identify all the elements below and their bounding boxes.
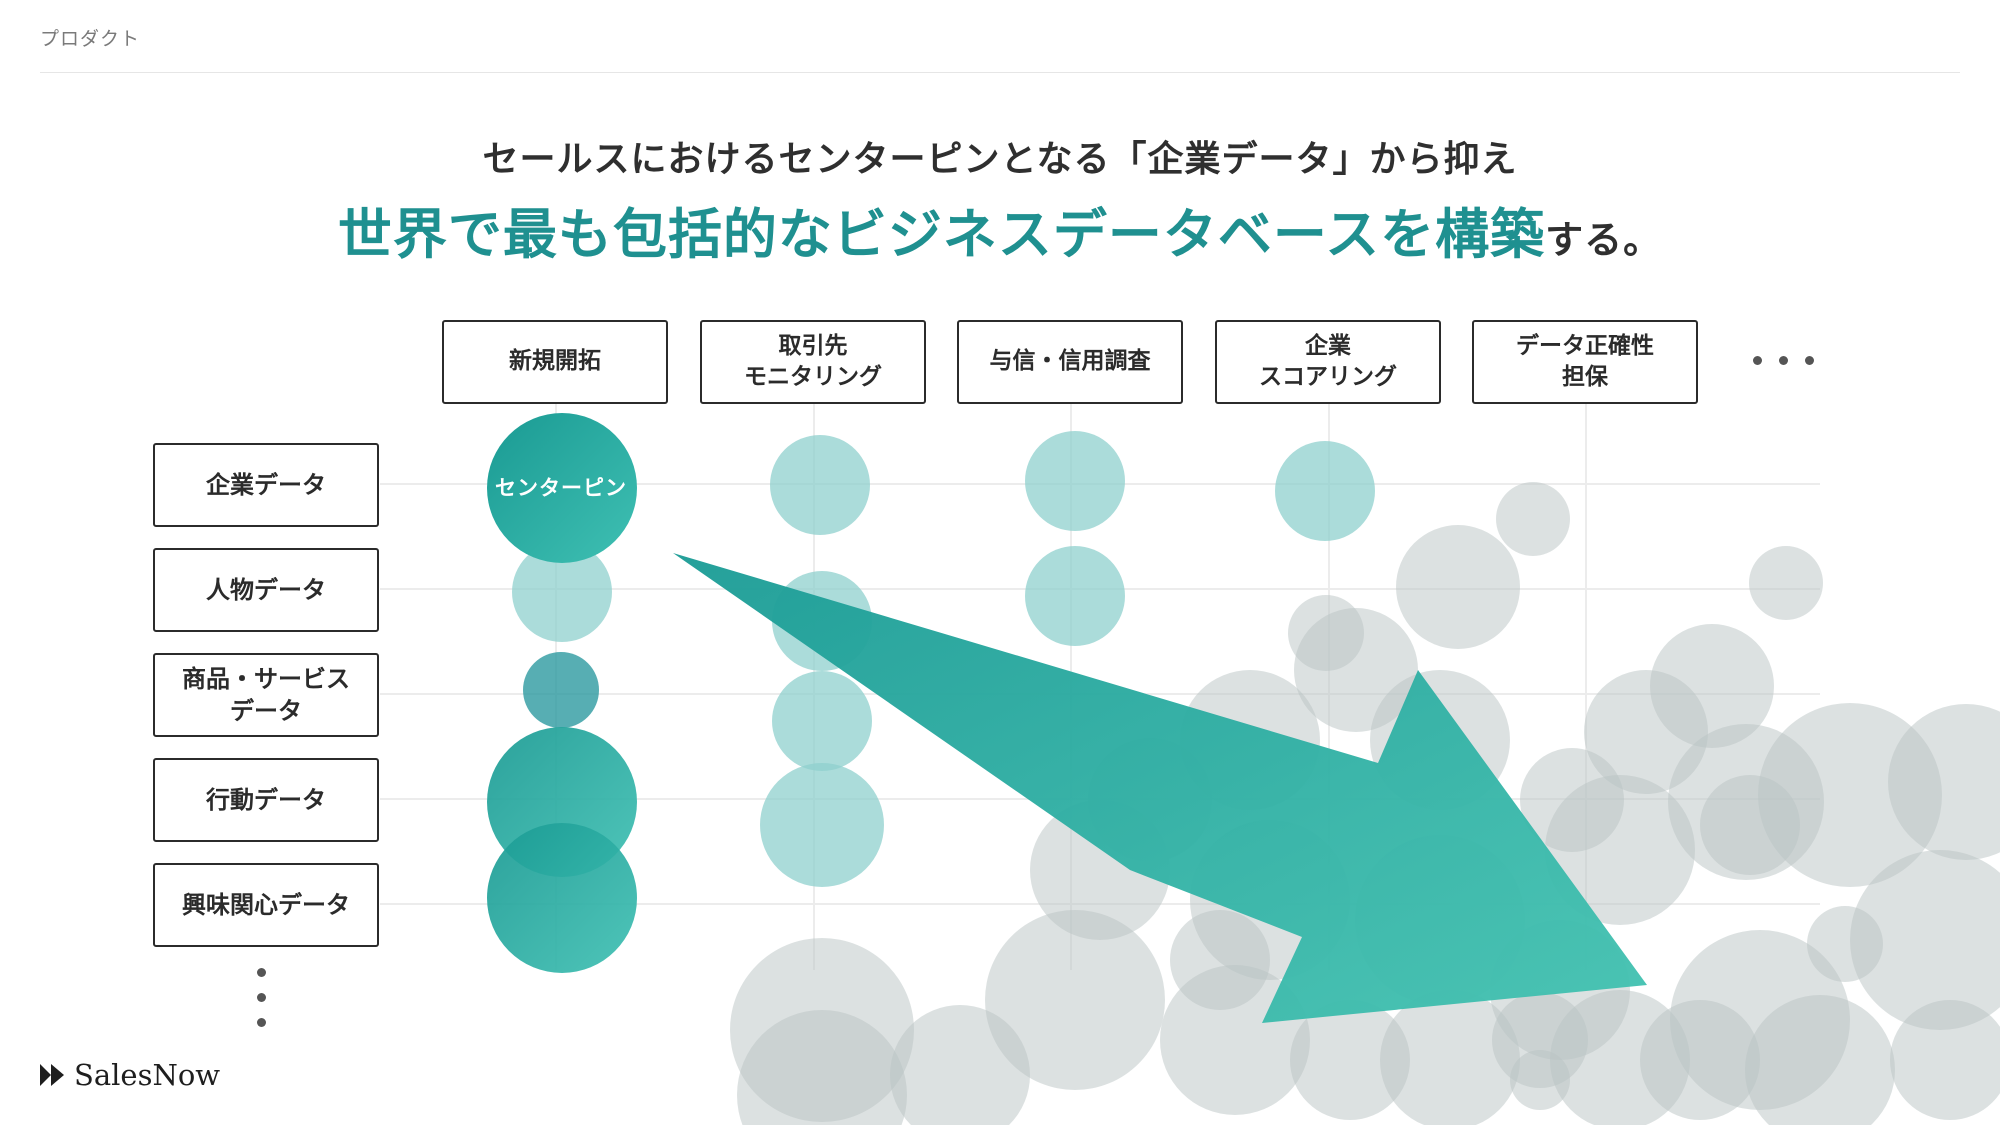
bubble-monitoring-product [772, 671, 872, 771]
teal-bubbles-strong [487, 413, 637, 973]
gray-bubble [985, 910, 1165, 1090]
column-header-monitoring: 取引先 モニタリング [700, 320, 926, 404]
gray-bubble [1496, 482, 1570, 556]
column-header-new-business: 新規開拓 [442, 320, 668, 404]
gray-bubble [1890, 1000, 2000, 1120]
bubble-monitoring-company [770, 435, 870, 535]
center-pin-label: センターピン [495, 476, 627, 500]
growth-arrow [673, 553, 1647, 1023]
column-header-accuracy: データ正確性 担保 [1472, 320, 1698, 404]
row-label-behavior-data: 行動データ [153, 758, 379, 842]
bubble-credit-person [1025, 546, 1125, 646]
row-label-person-data: 人物データ [153, 548, 379, 632]
gray-bubble [1545, 775, 1695, 925]
row-label-product-data: 商品・サービス データ [153, 653, 379, 737]
gray-bubble [1380, 990, 1520, 1125]
bubble-newbiz-interest [487, 823, 637, 973]
bubble-center-pin [487, 413, 637, 563]
gray-bubble [1700, 775, 1800, 875]
slide-subtitle: セールスにおけるセンターピンとなる「企業データ」から抑え [482, 139, 1518, 180]
logo-text: SalesNow [74, 1058, 221, 1092]
gray-bubble [1510, 1050, 1570, 1110]
gray-bubble [1749, 546, 1823, 620]
slide-headline: 世界で最も包括的なビジネスデータベースを構築する。 [0, 190, 2000, 269]
bubble-scoring-company [1275, 441, 1375, 541]
double-chevron-icon [40, 1064, 64, 1086]
gray-bubble [1745, 995, 1895, 1125]
gray-bubble [1640, 1000, 1760, 1120]
bubble-credit-company [1025, 431, 1125, 531]
gray-bubble [1396, 525, 1520, 649]
breadcrumb: プロダクト [40, 28, 141, 50]
headline-main: 世界で最も包括的なビジネスデータベースを構築 [337, 203, 1546, 266]
bubble-newbiz-product [523, 652, 599, 728]
row-label-company-data: 企業データ [153, 443, 379, 527]
gray-bubble [890, 1005, 1030, 1125]
row-label-interest-data: 興味関心データ [153, 863, 379, 947]
column-header-credit-check: 与信・信用調査 [957, 320, 1183, 404]
gray-bubble [1290, 1000, 1410, 1120]
gray-bubble [737, 1010, 907, 1125]
teal-bubbles-light [512, 431, 1375, 887]
gray-bubble [1888, 704, 2000, 860]
gray-bubble [1850, 850, 2000, 1030]
breadcrumb-divider [40, 72, 1960, 73]
headline-tail: する。 [1545, 218, 1663, 262]
bubble-newbiz-person [512, 542, 612, 642]
gray-bubble [1584, 670, 1708, 794]
column-header-scoring: 企業 スコアリング [1215, 320, 1441, 404]
bubble-monitoring-behavior [760, 763, 884, 887]
salesnow-logo: SalesNow [38, 1058, 220, 1092]
